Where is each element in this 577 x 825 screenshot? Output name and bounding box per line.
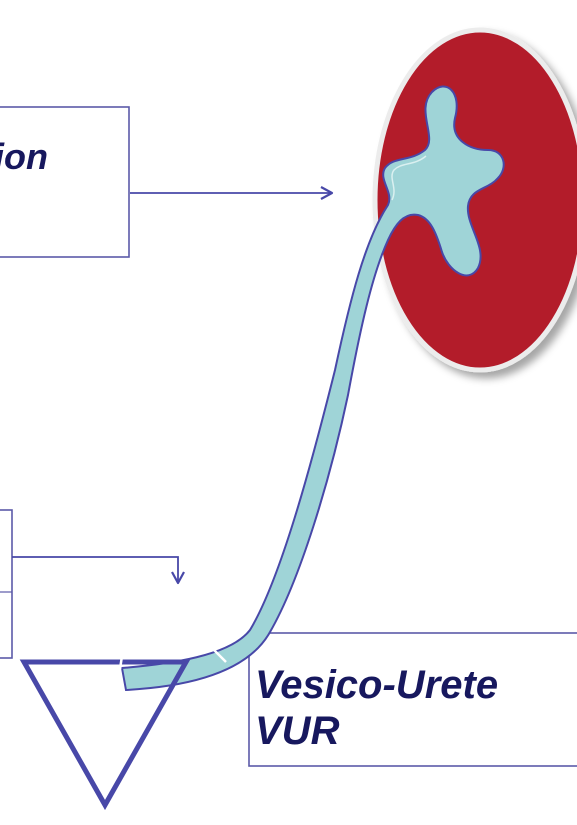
- vur-box-label: Vesico-Urete VUR: [255, 662, 498, 754]
- bladder-entry-mark-2: [146, 700, 154, 712]
- lower-arrow: [12, 557, 178, 582]
- lower-left-box: [0, 510, 12, 658]
- top-box-label: ion: [0, 136, 48, 177]
- vur-label-line-2: VUR: [255, 708, 498, 754]
- ureter-pelvis-shape: [122, 86, 504, 690]
- vur-label-line-1: Vesico-Urete: [255, 662, 498, 708]
- top-label-box: [0, 107, 129, 257]
